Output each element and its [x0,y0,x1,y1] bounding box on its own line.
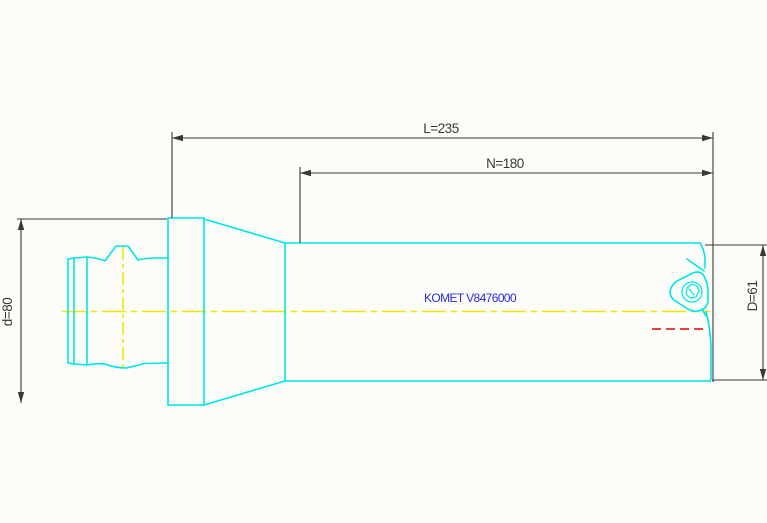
brand-part-number-label: KOMET V8476000 [424,291,517,305]
cutting-insert [669,271,709,313]
dimension-label-neck-length: N=180 [486,156,524,171]
dimension-shank-diameter: d=80 [0,218,167,403]
dimension-label-overall-length: L=235 [423,121,458,136]
dimension-overall-length: L=235 [171,121,714,382]
dimension-label-shank-diameter: d=80 [0,298,15,326]
tool-flange [167,217,286,406]
insert-screw-icon [681,281,703,303]
cutting-head [686,242,712,382]
dimension-neck-length: N=180 [299,156,713,243]
tool-body [284,242,711,382]
dimension-label-cutting-diameter: D=61 [745,281,760,312]
tool-shank [67,245,169,369]
dimension-cutting-diameter: D=61 [705,244,767,381]
